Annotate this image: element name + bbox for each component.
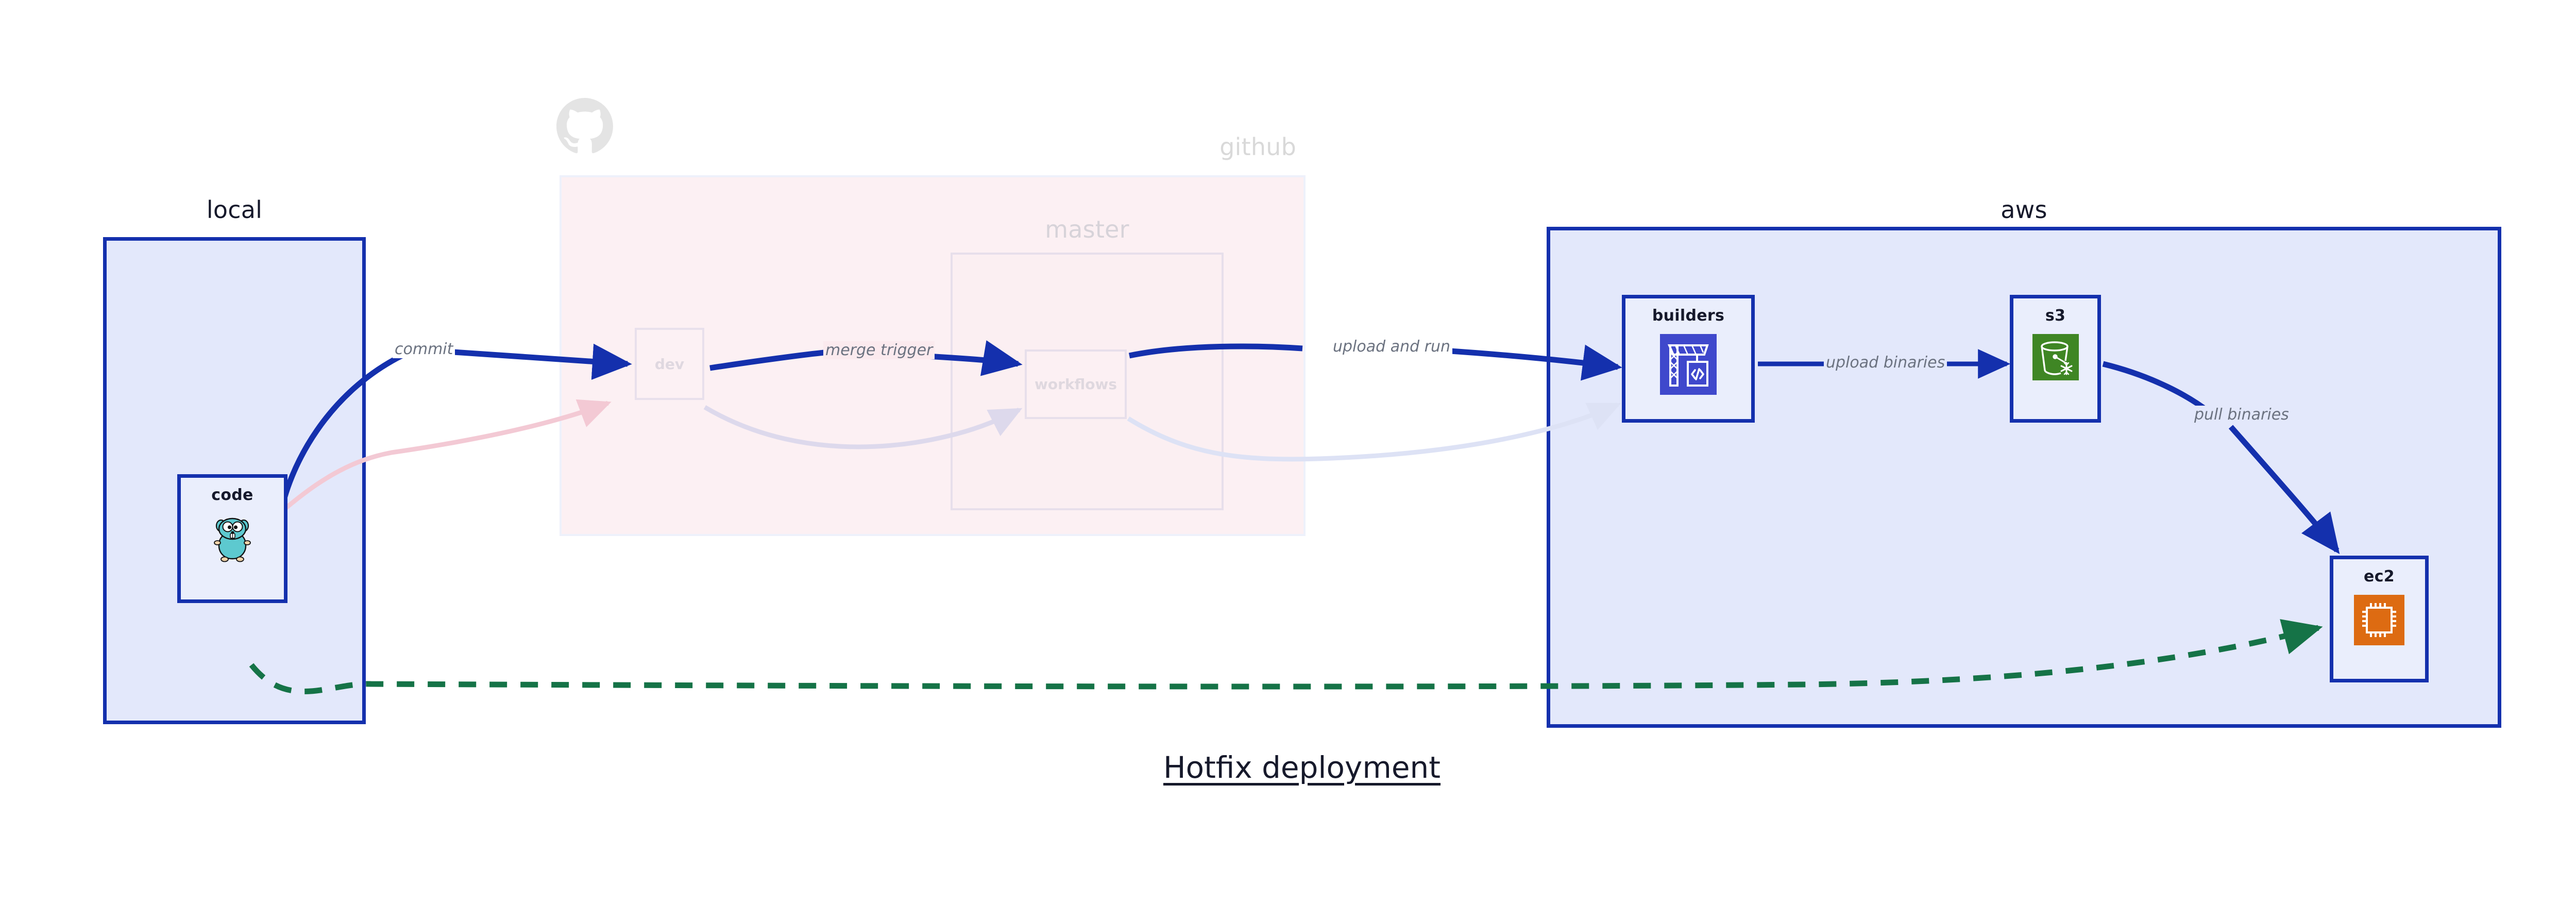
cluster-github-label: github <box>1219 133 1296 161</box>
node-builders-label: builders <box>1652 307 1725 325</box>
github-octocat-icon <box>556 98 613 154</box>
node-ec2[interactable]: ec2 <box>2330 556 2429 682</box>
cluster-master <box>951 253 1224 510</box>
edge-label-commit: commit <box>393 340 455 358</box>
cluster-local-label: local <box>206 196 263 224</box>
diagram-title: Hotfix deployment <box>1163 750 1441 785</box>
node-s3-label: s3 <box>2045 307 2066 325</box>
go-gopher-icon <box>214 517 251 562</box>
node-workflows-label: workflows <box>1034 376 1117 393</box>
node-ec2-label: ec2 <box>2364 567 2395 586</box>
aws-s3-glacier-icon <box>2032 334 2079 380</box>
node-code-label: code <box>211 486 253 504</box>
edge-label-pull-binaries: pull binaries <box>2192 406 2291 424</box>
aws-codebuild-icon <box>1660 334 1717 395</box>
node-dev[interactable]: dev <box>635 328 704 400</box>
node-dev-label: dev <box>654 355 685 373</box>
edge-label-upload-binaries: upload binaries <box>1824 354 1947 372</box>
node-workflows[interactable]: workflows <box>1025 349 1127 419</box>
node-s3[interactable]: s3 <box>2010 295 2101 423</box>
cluster-master-label: master <box>1045 215 1129 243</box>
aws-ec2-icon <box>2354 595 2404 645</box>
cluster-aws-label: aws <box>2001 196 2047 224</box>
edge-label-upload-and-run: upload and run <box>1331 338 1453 356</box>
edge-label-merge-trigger: merge trigger <box>823 341 935 359</box>
node-code[interactable]: code <box>177 474 287 603</box>
node-builders[interactable]: builders <box>1622 295 1755 423</box>
